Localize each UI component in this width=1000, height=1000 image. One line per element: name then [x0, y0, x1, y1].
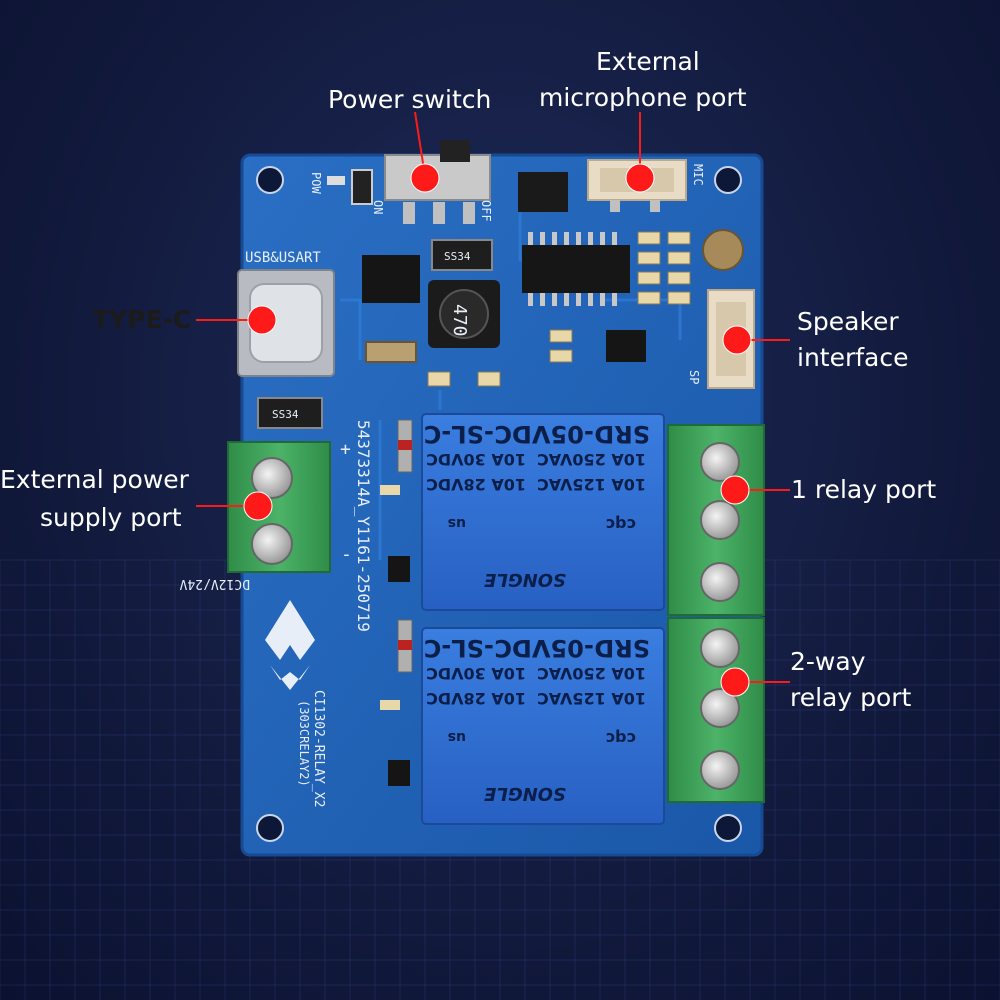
marker-power-switch	[410, 163, 440, 193]
label-speaker-line2: interface	[797, 343, 909, 372]
silk-pow: POW	[309, 172, 323, 194]
microphone-element	[702, 229, 744, 271]
relay-1-brand: SONGLE	[483, 569, 566, 590]
relay-1-rating-a1: 10A 250VAC	[537, 450, 646, 469]
capacitor	[365, 341, 417, 363]
relay-2-brand: SONGLE	[483, 783, 566, 804]
relay-2-ul: us	[448, 729, 466, 745]
relay-1-rating-b2: 10A 28VDC	[426, 475, 526, 494]
diode-ss34	[257, 397, 323, 429]
label-speaker-line1: Speaker	[797, 307, 899, 336]
silk-inductor: 470	[449, 304, 470, 337]
smd-components	[427, 231, 691, 387]
brand-logo-icon	[265, 600, 315, 690]
silk-usb-usart: USB&USART	[245, 250, 321, 266]
mounting-hole	[714, 814, 742, 842]
mounting-hole	[256, 814, 284, 842]
label-ext-power-line2: supply port	[40, 503, 182, 532]
relay-1-ul: us	[448, 515, 466, 531]
usb-c-connector	[237, 269, 335, 377]
label-mic-port-line2: microphone port	[539, 83, 747, 112]
silk-ss34-top: SS34	[444, 250, 471, 263]
marker-speaker	[722, 325, 752, 355]
relay-terminal-block-1	[667, 424, 765, 616]
relay-2	[421, 627, 665, 825]
pow-led	[327, 176, 345, 185]
marker-mic-port	[625, 163, 655, 193]
silk-off: OFF	[479, 200, 493, 222]
marker-relay-2	[720, 667, 750, 697]
inductor	[428, 280, 500, 348]
relay-1-rating-b1: 10A 125VAC	[537, 475, 646, 494]
power-terminal-block	[227, 441, 331, 573]
label-relay-2-line2: relay port	[790, 683, 912, 712]
ic-chip	[606, 330, 646, 362]
relay-1-cert: cqc	[606, 515, 636, 534]
relay-2-rating-a1: 10A 250VAC	[537, 664, 646, 683]
silk-plus: +	[340, 439, 351, 460]
ic-chip	[518, 172, 568, 212]
label-ext-power-line1: External power	[0, 465, 189, 494]
resistor	[351, 169, 373, 205]
relay-2-rating-b2: 10A 28VDC	[426, 689, 526, 708]
silk-minus: -	[341, 544, 352, 565]
ic-chip	[362, 255, 420, 303]
diode-ss34	[431, 239, 493, 271]
relay-1	[421, 413, 665, 611]
mounting-hole	[714, 166, 742, 194]
relay-terminal-block-2	[667, 617, 765, 803]
relay-2-model: SRD-05VDC-SL-C	[424, 634, 650, 662]
callout-markers	[243, 163, 752, 697]
marker-type-c	[247, 305, 277, 335]
label-mic-port-line1: External	[596, 47, 700, 76]
silk-dc-voltage: DC12V/24V	[179, 576, 250, 591]
silk-model: CI1302-RELAY_X2	[311, 690, 326, 807]
label-power-switch: Power switch	[328, 85, 492, 114]
silk-mic: MIC	[691, 164, 705, 186]
relay-2-cert: cqc	[606, 729, 636, 748]
label-relay-1: 1 relay port	[791, 475, 937, 504]
silk-ss34-bottom: SS34	[272, 408, 299, 421]
marker-ext-power	[243, 491, 273, 521]
relay-2-rating-b1: 10A 125VAC	[537, 689, 646, 708]
marker-relay-1	[720, 475, 750, 505]
speaker-connector	[707, 289, 755, 389]
silk-sp: SP	[687, 370, 701, 384]
silk-model-sub: (303CRELAY2)	[297, 700, 311, 787]
smd-diodes	[380, 419, 413, 786]
relay-1-rating-a2: 10A 30VDC	[426, 450, 526, 469]
label-relay-2-line1: 2-way	[790, 647, 866, 676]
silk-on: ON	[371, 200, 385, 214]
relay-1-model: SRD-05VDC-SL-C	[424, 420, 650, 448]
main-ic-chip	[522, 245, 630, 293]
mounting-hole	[256, 166, 284, 194]
label-type-c: TYPE-C	[92, 305, 192, 334]
relay-2-rating-a2: 10A 30VDC	[426, 664, 526, 683]
ic-pins	[528, 232, 617, 306]
silk-serial-number: 54373314A_Y1161-250719	[354, 420, 373, 632]
